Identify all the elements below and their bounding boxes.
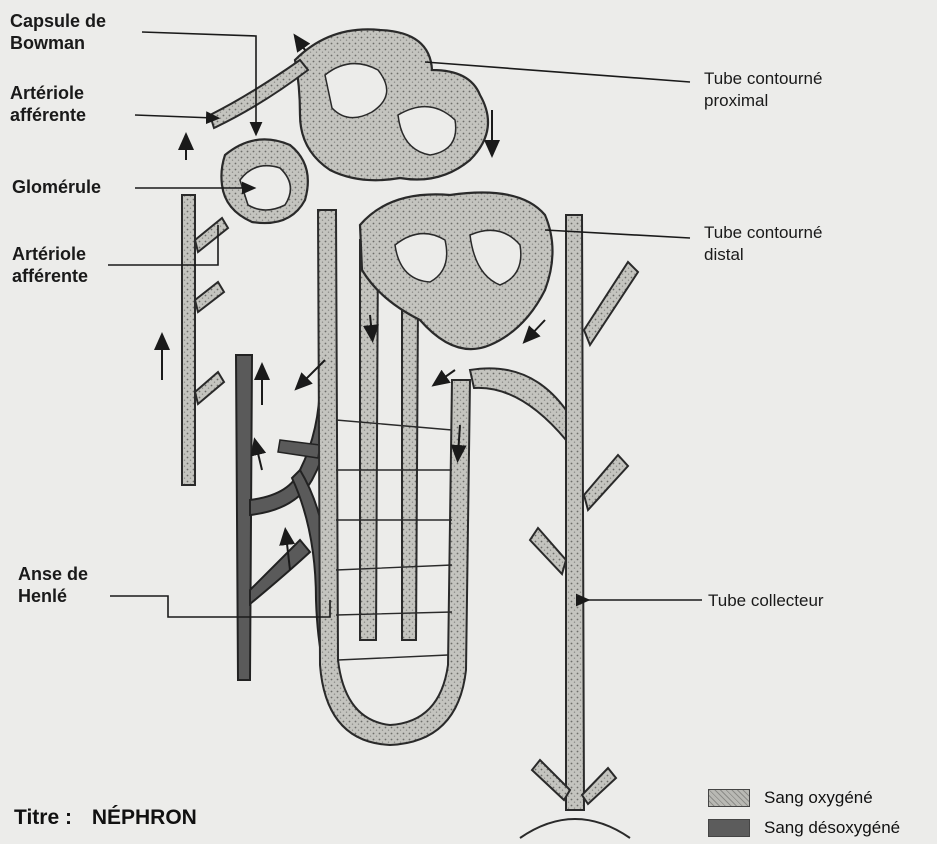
- distal-tubule: [360, 193, 553, 350]
- label-tube-distal: Tube contourné distal: [704, 222, 822, 266]
- legend-label-deoxygenated: Sang désoxygéné: [764, 818, 900, 838]
- legend-label-oxygenated: Sang oxygéné: [764, 788, 873, 808]
- afferent-vessel: [182, 195, 228, 485]
- title-name: NÉPHRON: [92, 806, 197, 830]
- label-arteriole-top: Artériole afférente: [10, 82, 86, 126]
- label-tube-collecteur: Tube collecteur: [708, 590, 824, 612]
- label-capsule-bowman: Capsule de Bowman: [10, 10, 106, 54]
- legend-oxygenated: Sang oxygéné: [708, 788, 873, 808]
- legend-swatch-oxygenated: [708, 789, 750, 807]
- efferent-vessel: [470, 368, 566, 440]
- legend-swatch-deoxygenated: [708, 819, 750, 837]
- legend-deoxygenated: Sang désoxygéné: [708, 818, 900, 838]
- diagram-title: Titre : NÉPHRON: [14, 806, 197, 830]
- label-anse-henle: Anse de Henlé: [18, 563, 88, 607]
- label-glomerule: Glomérule: [12, 176, 101, 198]
- label-arteriole-bottom: Artériole afférente: [12, 243, 88, 287]
- afferent-arteriole: [210, 60, 308, 128]
- bowman-capsule: [221, 139, 307, 223]
- label-tube-proximal: Tube contourné proximal: [704, 68, 822, 112]
- title-prefix: Titre :: [14, 806, 72, 830]
- proximal-tubule: [295, 29, 488, 180]
- collecting-tube: [520, 215, 638, 838]
